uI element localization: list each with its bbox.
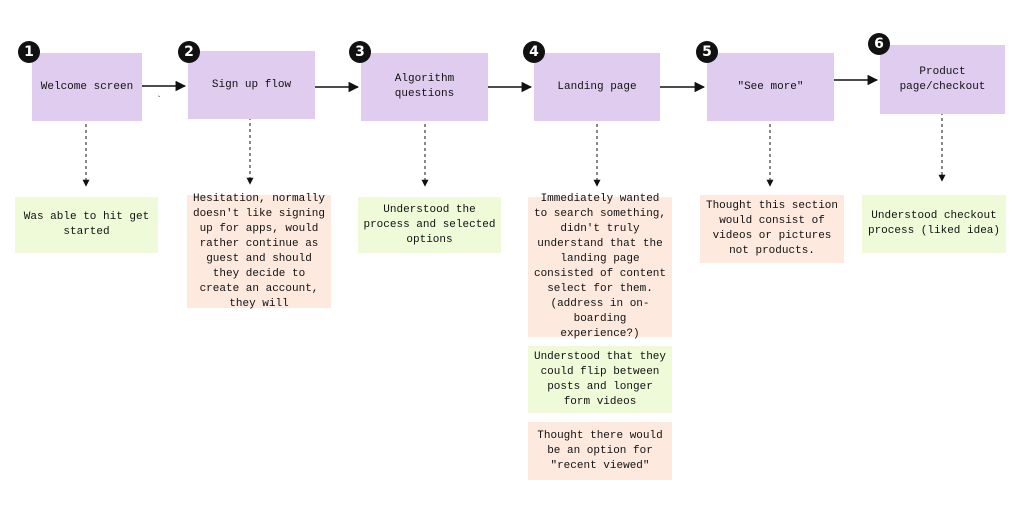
step-label: Product page/checkout: [899, 65, 986, 93]
step-box-landing-page: Landing page: [534, 53, 660, 121]
step-box-welcome-screen: Welcome screen: [32, 53, 142, 121]
stray-mark: `: [156, 96, 163, 107]
step-label: Landing page: [557, 80, 637, 93]
step-number-badge-2: 2: [178, 41, 200, 63]
note-landing-page-positive: Understood that they could flip between …: [528, 346, 672, 413]
step-number-badge-4: 4: [523, 41, 545, 63]
step-box-product-page-checkout: Product page/checkout: [880, 45, 1005, 114]
note-algorithm-questions-positive: Understood the process and selected opti…: [358, 197, 501, 253]
step-label: "See more": [737, 80, 804, 93]
step-box-sign-up-flow: Sign up flow: [188, 51, 315, 119]
step-label: Welcome screen: [40, 80, 134, 93]
note-landing-page-recent-viewed: Thought there would be an option for "re…: [528, 422, 672, 480]
step-box-see-more: "See more": [707, 53, 834, 121]
note-landing-page-negative: Immediately wanted to search something, …: [528, 193, 672, 340]
note-welcome-screen-positive: Was able to hit get started: [15, 197, 158, 253]
step-number-badge-3: 3: [349, 41, 371, 63]
step-label: Algorithm questions: [394, 73, 455, 100]
step-number-badge-6: 6: [868, 33, 890, 55]
note-product-checkout-positive: Understood checkout process (liked idea): [862, 195, 1006, 253]
step-number-badge-5: 5: [696, 41, 718, 63]
note-sign-up-flow-negative: Hesitation, normally doesn't like signin…: [187, 193, 331, 310]
note-see-more-negative: Thought this section would consist of vi…: [700, 195, 844, 263]
step-box-algorithm-questions: Algorithm questions: [361, 53, 488, 121]
step-number-badge-1: 1: [18, 41, 40, 63]
step-label: Sign up flow: [211, 78, 292, 91]
